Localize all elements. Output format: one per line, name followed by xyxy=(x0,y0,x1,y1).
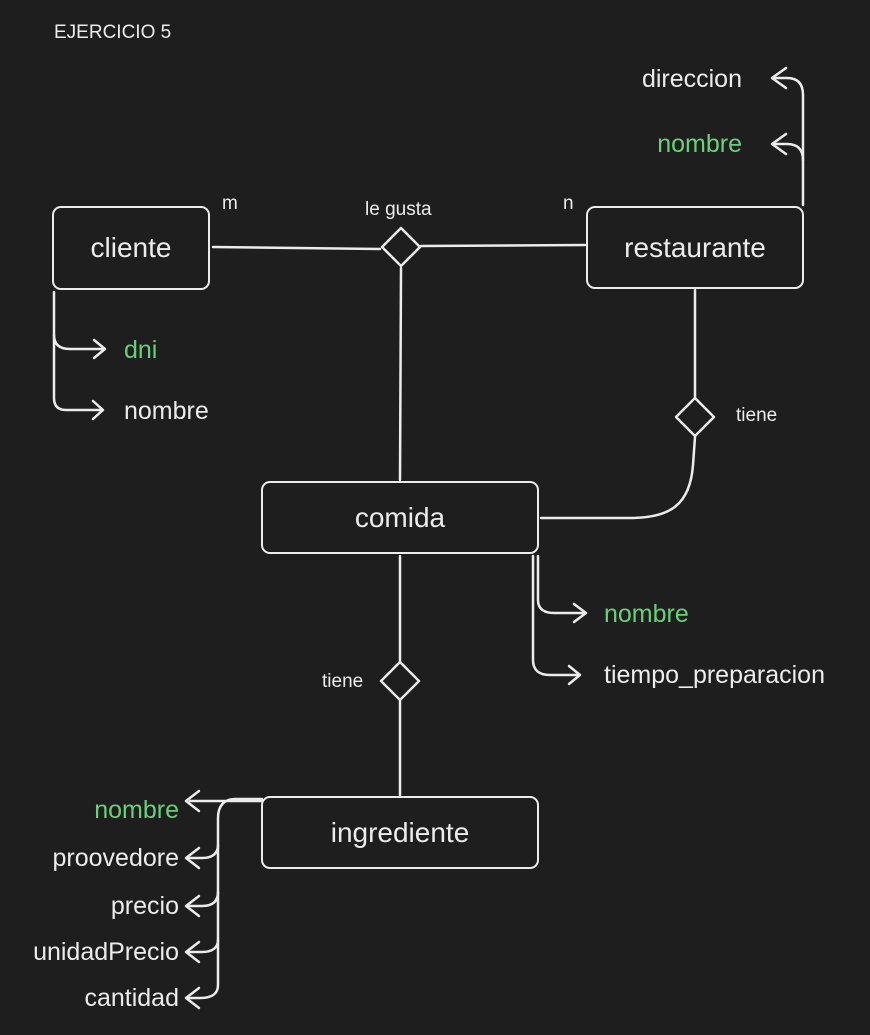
attr-restaurante-direccion: direccion xyxy=(641,65,742,93)
attr-ingrediente-cantidad: cantidad xyxy=(84,984,179,1012)
entity-ingrediente[interactable]: ingrediente xyxy=(261,796,539,869)
restaurante-attr-trunk xyxy=(772,76,805,207)
arrow-nombre-cliente xyxy=(91,399,105,421)
comida-attr-trunk xyxy=(531,554,580,677)
ingrediente-attr-proovedore-branch xyxy=(186,843,220,860)
attr-cliente-dni: dni xyxy=(124,336,158,364)
comida-attr-nombre-branch xyxy=(536,554,586,615)
arrow-cantidad xyxy=(184,986,201,1010)
line-legusta-restaurante xyxy=(419,243,587,248)
attr-ingrediente-nombre: nombre xyxy=(94,796,179,824)
line-legusta-comida xyxy=(398,266,403,482)
arrow-nombre-restaurante xyxy=(770,132,788,156)
attr-ingrediente-unidadPrecio: unidadPrecio xyxy=(33,938,179,966)
attr-cliente-nombre: nombre xyxy=(124,397,209,425)
cardinality-m: m xyxy=(222,193,238,214)
relationship-label-tiene-restaurante: tiene xyxy=(736,405,778,426)
attr-comida-nombre: nombre xyxy=(604,600,689,628)
relationship-label-le-gusta: le gusta xyxy=(365,199,432,220)
restaurante-attr-nombre-branch xyxy=(772,142,805,162)
arrow-nombre-ingrediente xyxy=(184,789,201,813)
diamond-le-gusta xyxy=(380,226,422,268)
entity-cliente[interactable]: cliente xyxy=(52,206,210,290)
arrow-direccion xyxy=(770,66,788,90)
diagram-title: EJERCICIO 5 xyxy=(54,22,172,43)
cliente-attr-trunk xyxy=(52,290,104,412)
arrow-dni xyxy=(92,338,107,360)
cardinality-n: n xyxy=(563,193,574,214)
attr-restaurante-nombre: nombre xyxy=(657,130,742,158)
arrow-nombre-comida xyxy=(572,602,588,624)
diamond-tiene-ingrediente xyxy=(379,660,421,702)
ingrediente-attr-trunk xyxy=(186,797,264,1000)
relationship-label-tiene-ingrediente: tiene xyxy=(322,671,364,692)
attr-comida-tiempo-preparacion: tiempo_preparacion xyxy=(604,661,825,689)
ingrediente-attr-unidad-branch xyxy=(186,938,220,954)
arrow-unidadPrecio xyxy=(184,940,201,964)
line-tiene-comida xyxy=(539,435,697,520)
entity-restaurante[interactable]: restaurante xyxy=(586,206,804,289)
ingrediente-attr-precio-branch xyxy=(186,890,220,908)
diamond-tiene-restaurante xyxy=(674,396,716,438)
entity-comida[interactable]: comida xyxy=(261,481,539,554)
arrow-tiempo xyxy=(567,664,582,686)
cliente-attr-dni-branch xyxy=(52,333,106,351)
line-cliente-legusta xyxy=(211,245,382,251)
attr-ingrediente-proovedore: proovedore xyxy=(52,844,179,872)
arrow-precio xyxy=(184,894,201,918)
attr-ingrediente-precio: precio xyxy=(110,892,179,920)
arrow-proovedore xyxy=(184,846,201,870)
